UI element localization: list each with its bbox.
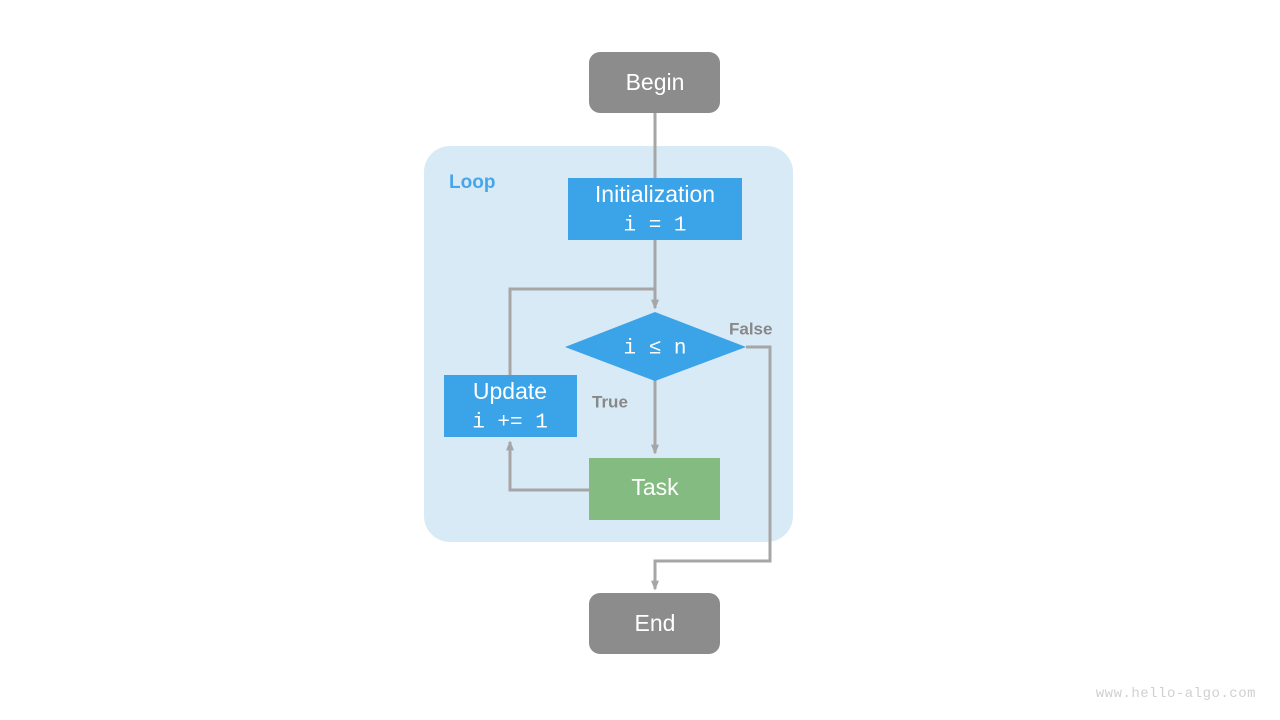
edges-layer: [506, 113, 772, 591]
node-condition[interactable]: i ≤ n: [565, 312, 746, 381]
edge-update-to-condition: [508, 287, 655, 375]
edge-task-to-update: [506, 440, 589, 492]
node-initialization-code: i = 1: [623, 215, 686, 238]
node-end[interactable]: End: [589, 593, 720, 654]
loop-group-label: Loop: [449, 172, 495, 193]
node-update-code: i += 1: [472, 412, 548, 435]
node-begin-shape: [589, 52, 720, 113]
node-task[interactable]: Task: [589, 458, 720, 520]
node-condition-shape: [565, 312, 746, 381]
node-initialization-label: Initialization: [595, 181, 715, 207]
node-update-label: Update: [473, 378, 547, 404]
node-task-shape: [589, 458, 720, 520]
node-begin-label: Begin: [626, 69, 685, 95]
edge-condition-false-to-end: [651, 345, 772, 591]
node-condition-label: i ≤ n: [623, 338, 686, 361]
node-begin[interactable]: Begin: [589, 52, 720, 113]
node-initialization-shape: [568, 178, 742, 240]
node-update-shape: [444, 375, 577, 437]
node-end-label: End: [635, 610, 676, 636]
node-task-label: Task: [631, 474, 679, 500]
node-end-shape: [589, 593, 720, 654]
watermark-text: www.hello-algo.com: [1095, 686, 1256, 702]
edge-label-true: True: [592, 392, 628, 411]
node-update[interactable]: Update i += 1: [444, 375, 577, 437]
node-initialization[interactable]: Initialization i = 1: [568, 178, 742, 240]
edge-label-false: False: [729, 319, 772, 338]
